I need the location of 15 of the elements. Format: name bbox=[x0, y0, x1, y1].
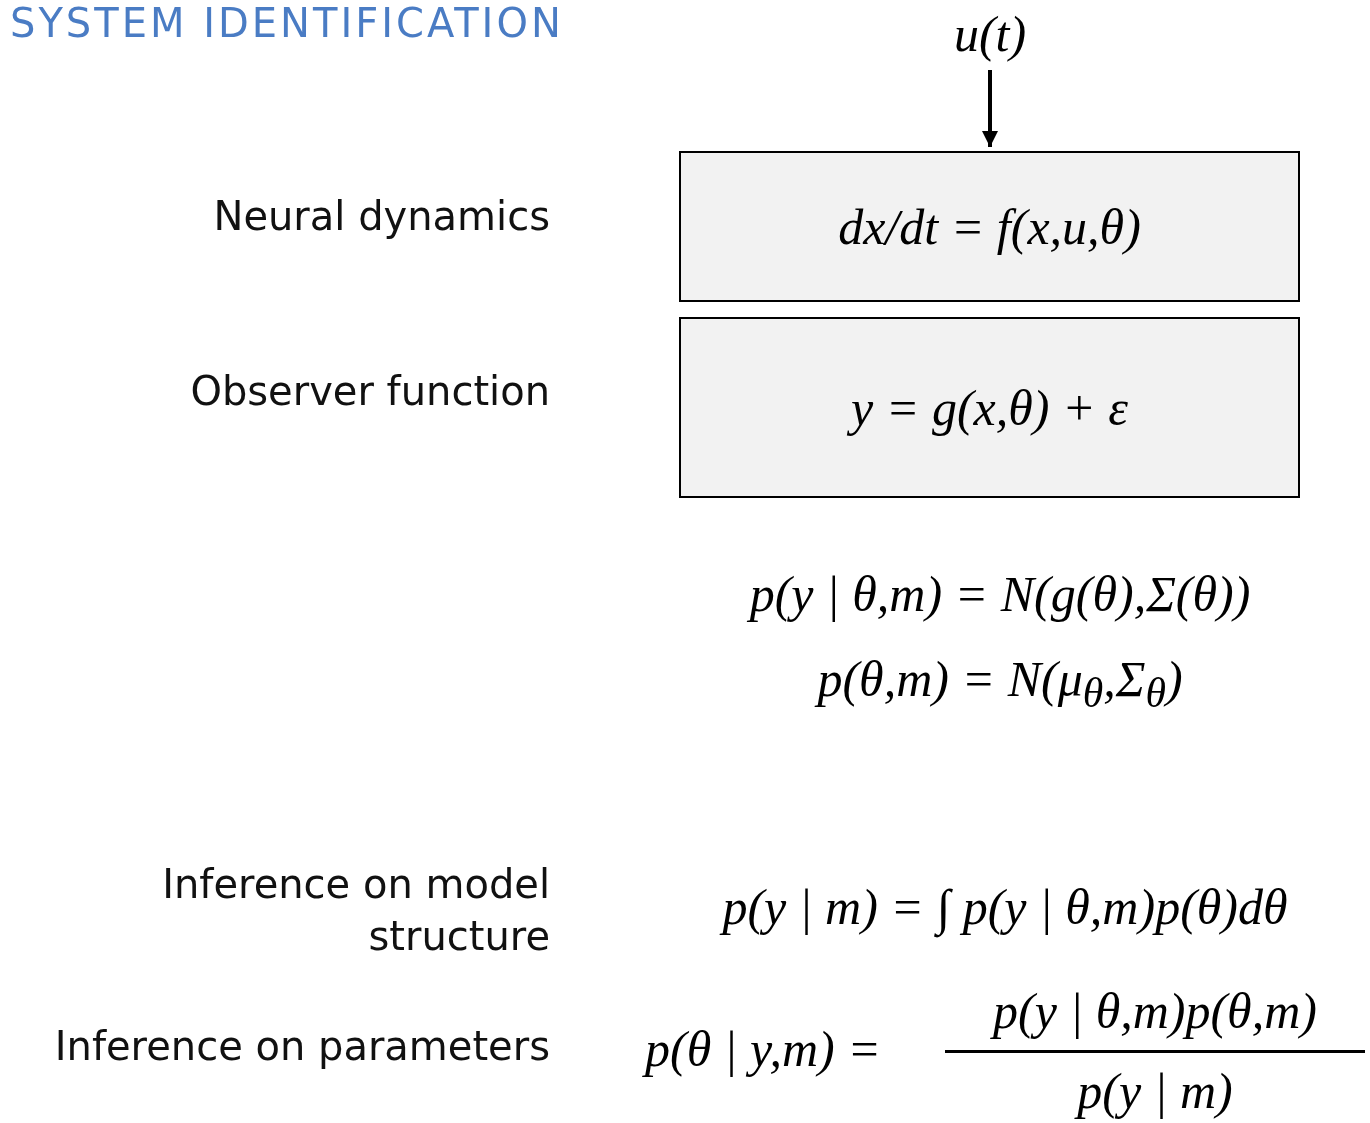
input-signal: u(t) bbox=[890, 2, 1090, 66]
row-label: Neural dynamics bbox=[212, 192, 550, 241]
equation: p(y | θ,m)p(θ,m) bbox=[945, 982, 1365, 1040]
equation: p(y | m) bbox=[945, 1062, 1365, 1120]
equation: p(θ,m) = N(μ$_{θ}$,Σ$_{θ}$) bbox=[680, 650, 1320, 717]
equation-box bbox=[679, 151, 1300, 302]
arrow bbox=[982, 70, 998, 147]
slide-title: SYSTEM IDENTIFICATION bbox=[10, 0, 564, 46]
row-label: Observer function bbox=[189, 367, 550, 416]
row-label: Inference on parameters bbox=[53, 1022, 550, 1071]
equation: p(y | m) = ∫ p(y | θ,m)p(θ)dθ bbox=[640, 878, 1370, 936]
row-label: Inference on model structure bbox=[161, 860, 550, 961]
equation-box bbox=[679, 317, 1300, 498]
equation: p(y | θ,m) = N(g(θ),Σ(θ)) bbox=[746, 565, 1252, 623]
equation: dx/dt = f(x,u,θ) bbox=[838, 197, 1141, 256]
